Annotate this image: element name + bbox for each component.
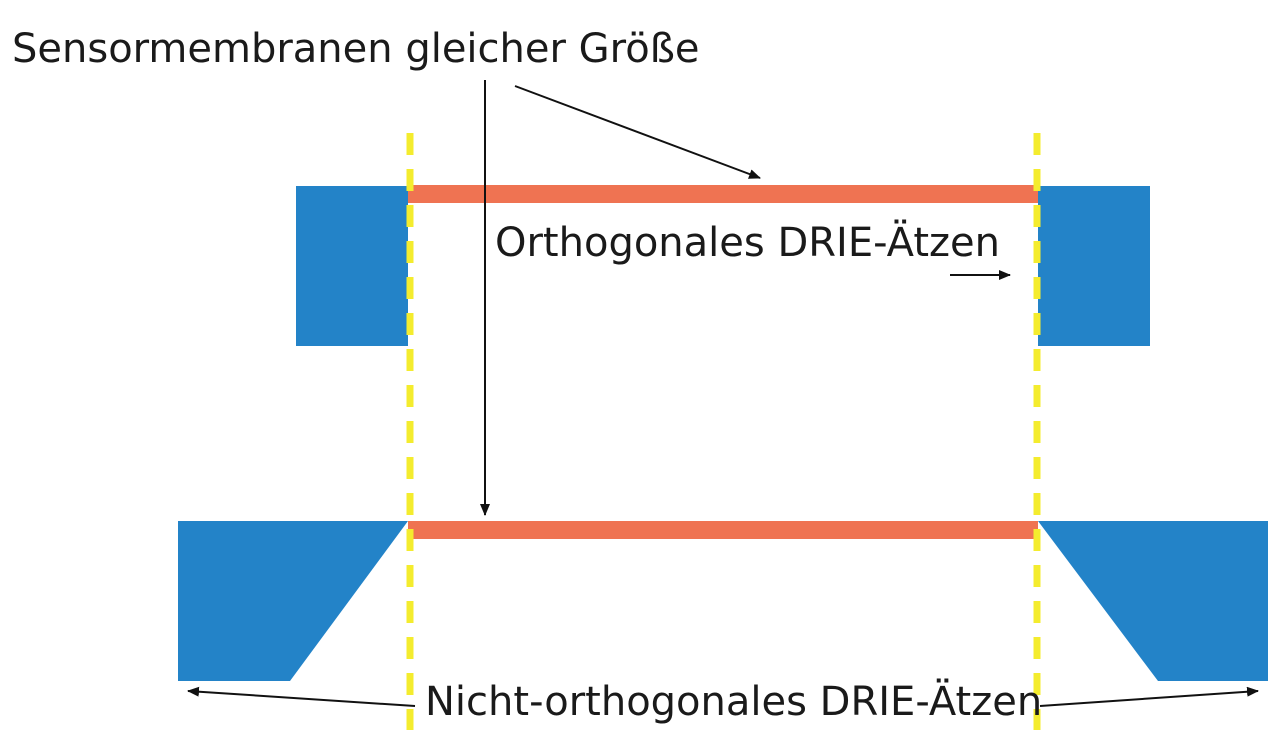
arrow-to-top-membrane xyxy=(514,85,761,179)
label-non-orthogonal: Nicht-orthogonales DRIE-Ätzen xyxy=(425,677,1042,725)
label-orthogonal: Orthogonales DRIE-Ätzen xyxy=(495,218,1000,266)
orthogonal-substrate-left xyxy=(296,186,408,346)
orthogonal-membrane xyxy=(408,185,1038,203)
non-orthogonal-membrane xyxy=(408,521,1038,539)
non-orthogonal-substrate-right xyxy=(1038,521,1268,681)
orthogonal-substrate-right xyxy=(1038,186,1150,346)
arrow-non-orthogonal-left xyxy=(187,686,416,707)
non-orthogonal-substrate-left xyxy=(178,521,408,681)
label-top: Sensormembranen gleicher Größe xyxy=(12,26,700,72)
arrow-non-orthogonal-right xyxy=(1039,686,1259,707)
